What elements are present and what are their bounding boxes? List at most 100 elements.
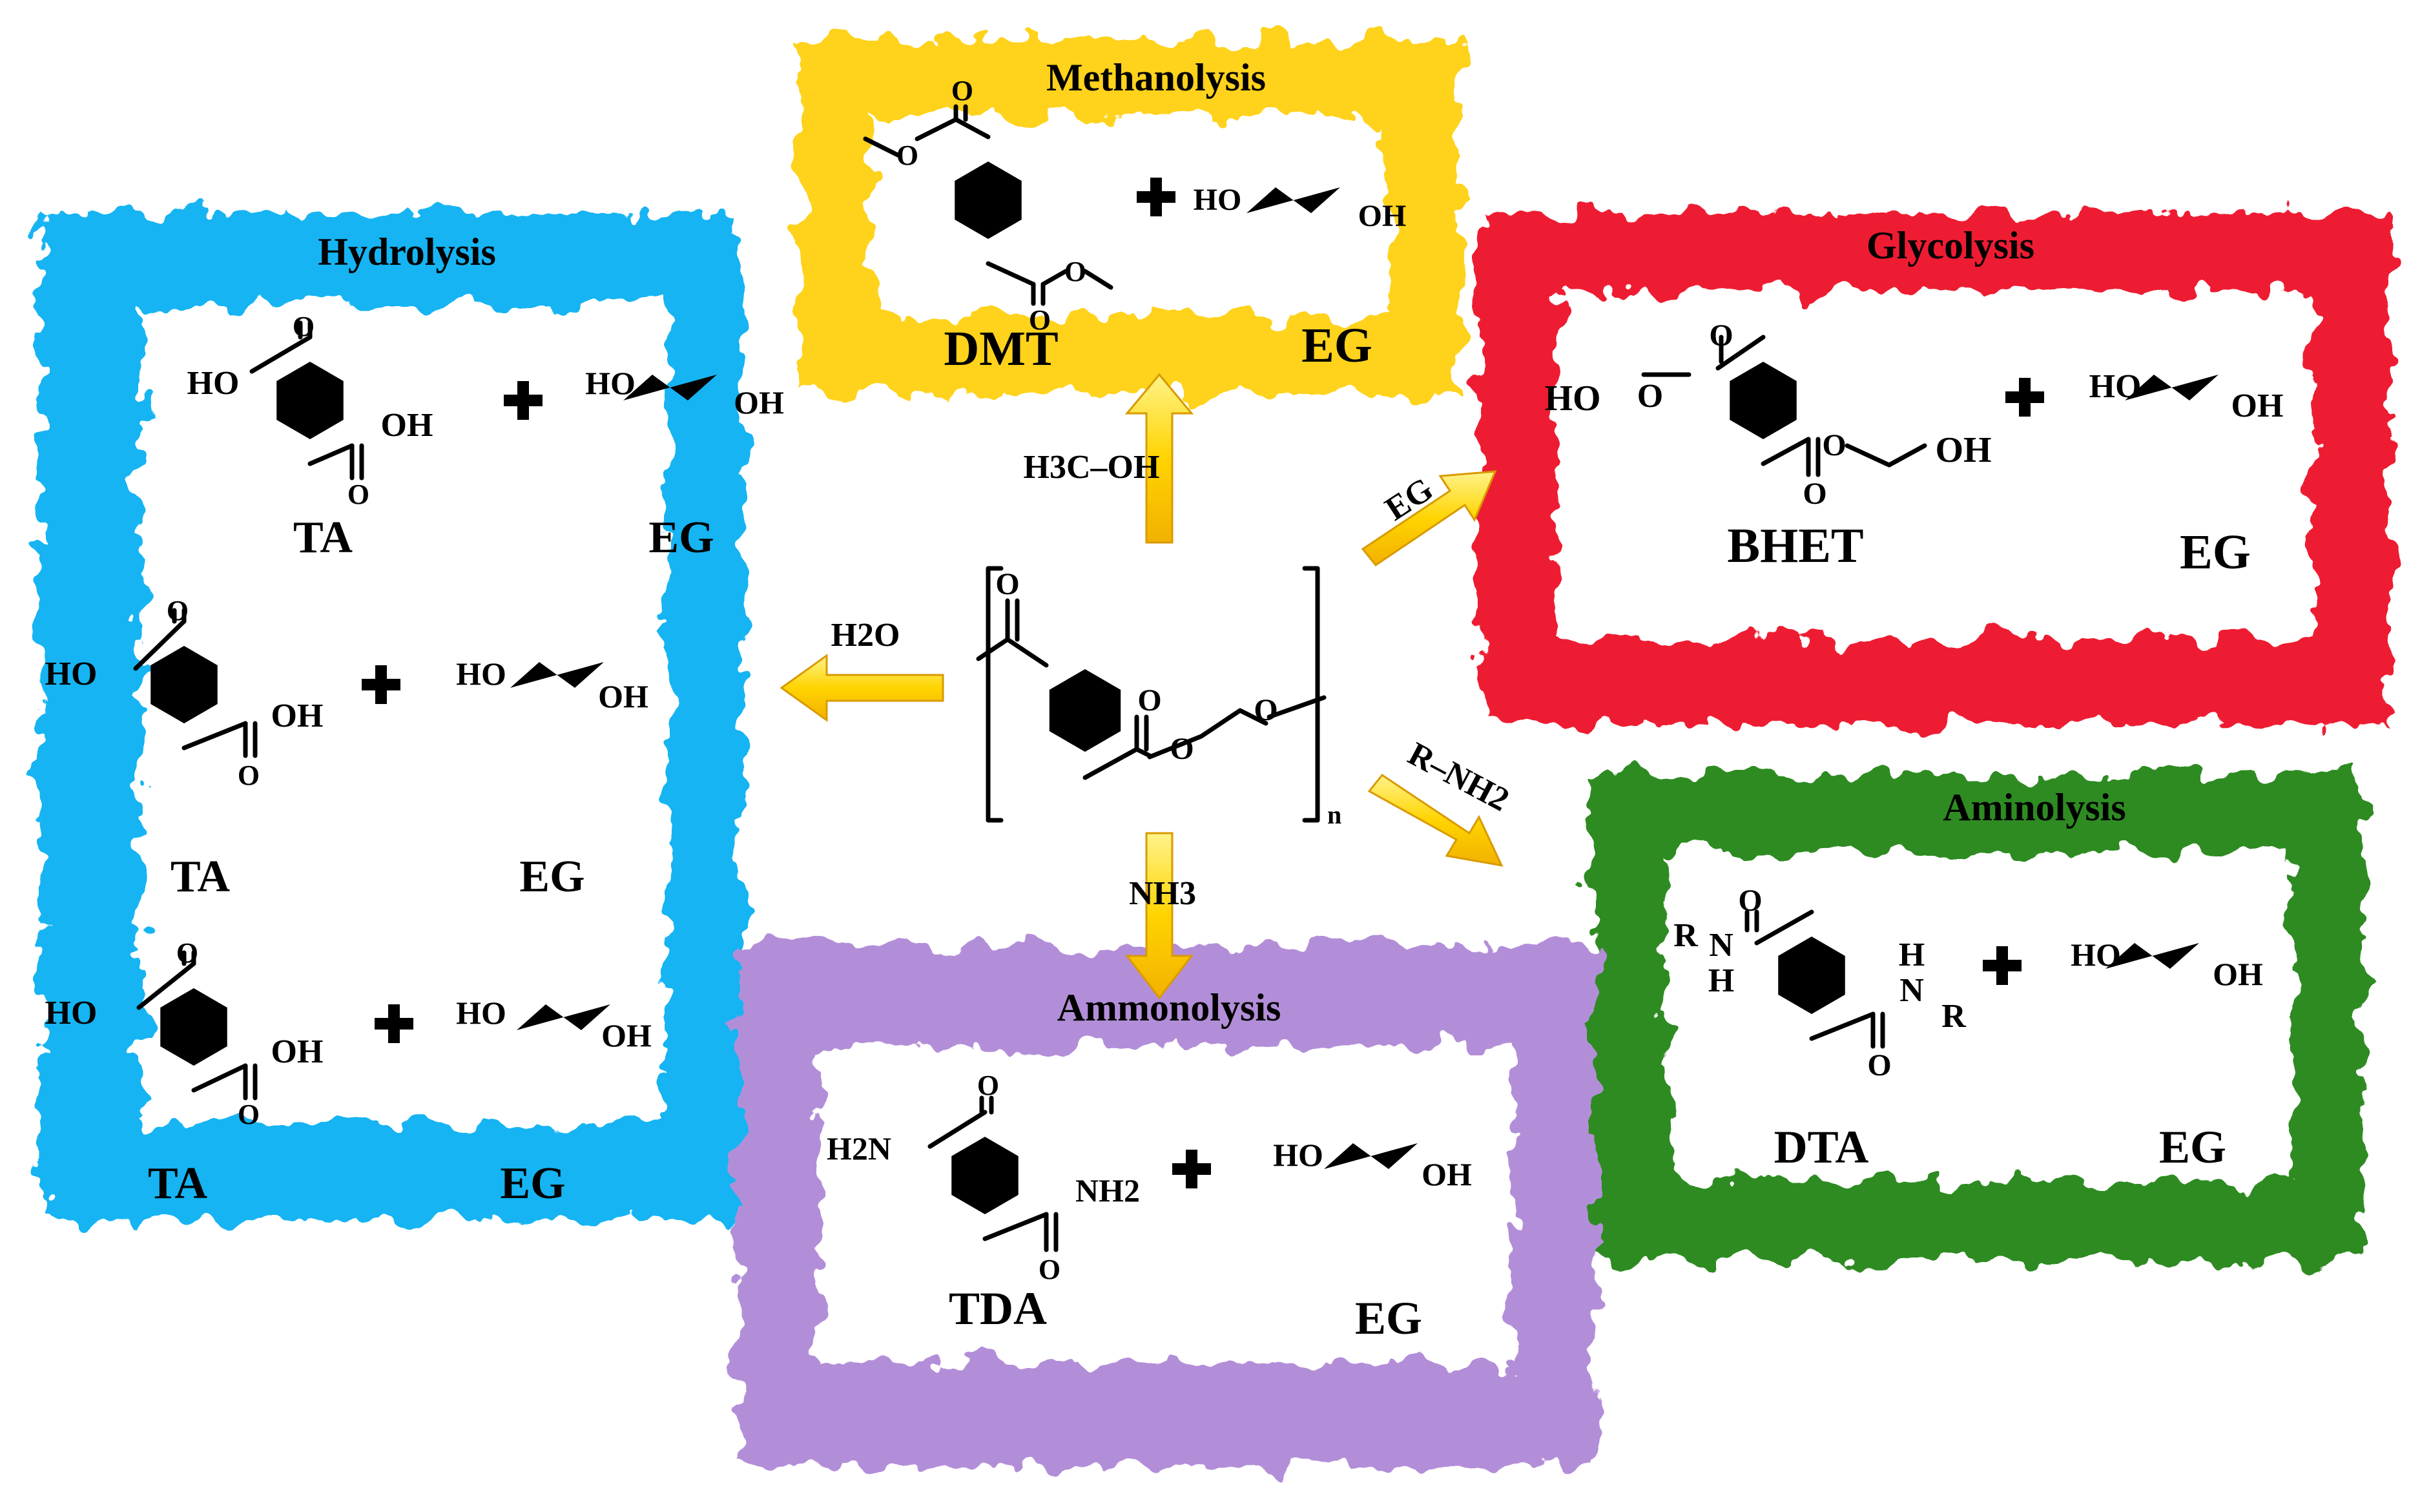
svg-text:O: O — [1709, 318, 1733, 353]
repeat-subscript: n — [1327, 800, 1341, 829]
svg-text:OH: OH — [1935, 430, 1991, 470]
plus-icon — [504, 381, 543, 420]
svg-text:HO: HO — [45, 995, 98, 1031]
svg-text:H: H — [1899, 937, 1925, 973]
hydrolysis-row3-product-1: TA — [148, 1159, 207, 1208]
svg-text:HO: HO — [45, 656, 98, 692]
water-reagent: H2O — [831, 617, 900, 654]
svg-text:O: O — [1738, 884, 1762, 918]
svg-text:O: O — [1254, 693, 1278, 727]
hydrolysis-title: Hydrolysis — [318, 231, 496, 273]
glycolysis-frame — [1479, 213, 2390, 723]
svg-text:NH2: NH2 — [1075, 1172, 1140, 1208]
pet-repeat-unit: O O O O n — [976, 566, 1341, 829]
ammonia-reagent: NH3 — [1129, 875, 1196, 912]
plus-icon — [375, 1004, 413, 1043]
svg-text:H: H — [1708, 962, 1734, 999]
methanol-reagent: H3C–OH — [1024, 449, 1160, 486]
ring-molecule-icon — [136, 950, 258, 1101]
ring-molecule-icon — [927, 1095, 1059, 1252]
svg-text:O: O — [951, 75, 973, 107]
plus-icon — [362, 665, 400, 704]
ammonolysis-frame — [736, 943, 1595, 1466]
aminolysis-product-2: EG — [2159, 1121, 2226, 1173]
svg-text:HO: HO — [1273, 1137, 1323, 1173]
svg-text:O: O — [238, 760, 260, 791]
svg-text:HO: HO — [2071, 937, 2121, 973]
ring-molecule-icon — [133, 608, 258, 758]
ammonolysis-product-1: TDA — [949, 1283, 1047, 1334]
svg-text:O: O — [1637, 378, 1663, 415]
svg-text:OH: OH — [2213, 956, 2263, 992]
svg-text:O: O — [896, 140, 918, 171]
methanolysis-product-2: EG — [1301, 318, 1372, 373]
plus-icon — [1137, 178, 1175, 216]
svg-text:OH: OH — [1422, 1156, 1472, 1192]
svg-text:HO: HO — [187, 365, 240, 402]
hydrolysis-frame — [39, 213, 743, 1221]
hydrolysis-row1-product-2: EG — [648, 513, 714, 563]
hydrolysis-row2-product-1: TA — [171, 852, 230, 902]
ring-molecule-icon — [976, 566, 1327, 823]
plus-icon — [2005, 378, 2044, 417]
svg-text:OH: OH — [271, 1033, 324, 1070]
methanolysis-frame — [801, 39, 1460, 394]
glycolysis-title: Glycolysis — [1867, 224, 2034, 267]
svg-text:HO: HO — [456, 656, 506, 692]
methanolysis-products: O O O O HO OH DMT EG — [863, 75, 1407, 376]
svg-text:HO: HO — [456, 995, 506, 1031]
svg-text:OH: OH — [598, 678, 648, 714]
ammonolysis-products: O H2N NH2 O HO OH TDA EG — [827, 1070, 1472, 1344]
hydrolysis-row3-product-2: EG — [500, 1159, 565, 1208]
svg-text:O: O — [977, 1070, 999, 1101]
svg-text:OH: OH — [1358, 199, 1407, 233]
glycolysis-product-1: BHET — [1727, 519, 1863, 573]
ammonolysis-title: Ammonolysis — [1057, 986, 1281, 1029]
svg-text:O: O — [1029, 304, 1051, 336]
ring-molecule-icon — [249, 320, 364, 481]
svg-text:O: O — [995, 567, 1019, 601]
svg-text:OH: OH — [2231, 388, 2284, 424]
svg-text:HO: HO — [1544, 378, 1600, 419]
methanolysis-product-1: DMT — [944, 322, 1058, 376]
methanolysis-title: Methanolysis — [1046, 56, 1266, 99]
glycolysis-product-2: EG — [2180, 525, 2251, 579]
hydrolysis-row1-product-1: TA — [293, 513, 353, 563]
ammonolysis-product-2: EG — [1355, 1292, 1422, 1344]
ring-molecule-icon — [1744, 909, 1885, 1049]
svg-text:O: O — [1039, 1254, 1060, 1285]
arrow-icon — [780, 373, 1504, 1000]
svg-text:R: R — [1941, 998, 1967, 1035]
svg-text:O: O — [238, 1099, 260, 1130]
plus-icon — [1172, 1150, 1211, 1188]
svg-text:O: O — [167, 595, 189, 627]
glycolysis-products: O O HO O O OH HO OH BHET EG — [1544, 318, 2283, 579]
svg-text:O: O — [1137, 683, 1161, 718]
ring-molecule-icon — [1641, 335, 1927, 477]
svg-text:OH: OH — [734, 384, 784, 420]
svg-text:HO: HO — [2089, 368, 2142, 405]
hydrolysis-products: O HO OH O HO OH TA EG O HO OH O HO OH TA… — [45, 311, 784, 1208]
svg-text:N: N — [1899, 972, 1924, 1009]
aminolysis-product-1: DTA — [1774, 1121, 1869, 1173]
hydrolysis-row2-product-2: EG — [519, 852, 584, 902]
svg-text:O: O — [347, 479, 369, 510]
svg-text:HO: HO — [1194, 183, 1242, 217]
svg-text:OH: OH — [381, 407, 433, 444]
aminolysis-frame — [1589, 775, 2364, 1259]
plus-icon — [1983, 946, 2022, 985]
svg-text:O: O — [293, 311, 315, 342]
svg-text:O: O — [1822, 428, 1846, 462]
svg-text:N: N — [1709, 927, 1733, 964]
aminolysis-title: Aminolysis — [1943, 786, 2126, 829]
svg-text:R: R — [1673, 917, 1699, 954]
svg-text:O: O — [1867, 1048, 1891, 1082]
svg-text:OH: OH — [601, 1017, 652, 1053]
svg-text:O: O — [1170, 732, 1194, 766]
svg-text:O: O — [1064, 256, 1086, 287]
ring-molecule-icon — [863, 104, 1113, 306]
svg-text:O: O — [1803, 477, 1826, 511]
aminolysis-products: O R N H H N R O HO OH DTA EG — [1673, 884, 2263, 1173]
svg-text:H2N: H2N — [827, 1130, 891, 1166]
